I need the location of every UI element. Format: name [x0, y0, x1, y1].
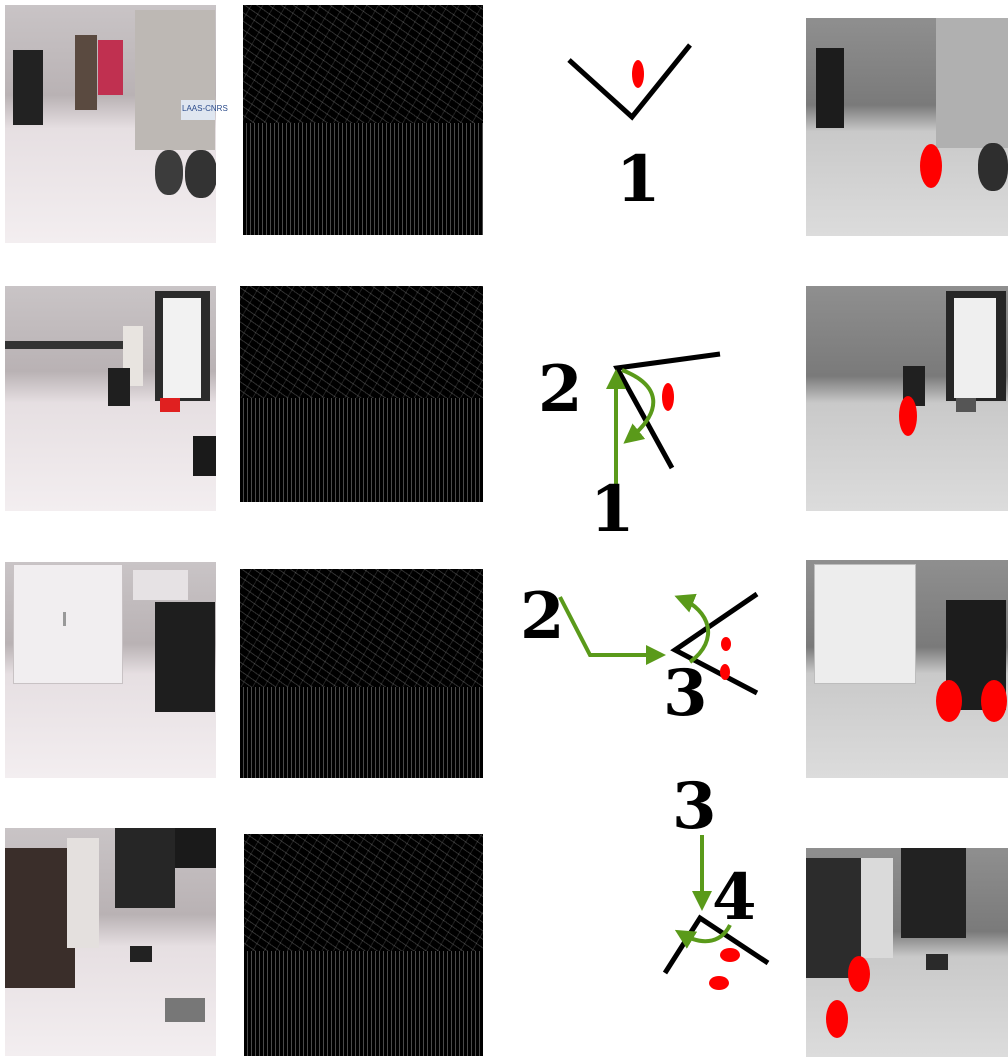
robot-sign-text: LAAS-CNRS: [182, 104, 228, 113]
person: [67, 838, 99, 948]
edge-texture: [240, 569, 483, 687]
dark-block: [193, 436, 216, 476]
edge-texture: [243, 5, 483, 123]
desk: [5, 341, 135, 349]
printer: [133, 570, 188, 600]
step-label-row4-top: 3: [672, 769, 717, 844]
row4-color-image: [5, 828, 216, 1056]
row1-edge-image: [243, 5, 483, 235]
edge-floor: [240, 398, 483, 502]
cabinet: [13, 564, 123, 684]
chair: [13, 50, 43, 125]
step-label-row1: 1: [616, 142, 661, 217]
obstacle-marker-row2: [662, 383, 674, 411]
robot-body: [135, 10, 215, 150]
robot-body: [936, 18, 1008, 148]
laser-polyline-row2: [613, 351, 721, 470]
obstacle-marker-row4-a: [720, 948, 740, 962]
robot-wheel-1: [185, 150, 216, 198]
small-box: [926, 954, 948, 970]
red-poster: [98, 40, 123, 95]
robot-wheel-2: [155, 150, 183, 195]
detected-obstacle-2: [981, 680, 1007, 722]
detected-obstacle-2: [826, 1000, 848, 1038]
laser-polyline-row4: [662, 914, 770, 975]
step-label-row4-bottom: 4: [712, 860, 757, 935]
laser-polyline-row1: [567, 43, 692, 121]
laser-polyline-row3: [670, 591, 759, 696]
row4-edge-image: [244, 834, 483, 1056]
row2-detection-image: [806, 286, 1008, 511]
detected-obstacle: [920, 144, 942, 188]
door-panel: [954, 298, 996, 398]
small-box: [130, 946, 152, 962]
obstacle-marker-row3-a: [721, 637, 731, 651]
person: [861, 858, 893, 958]
path-arrow-row3: [558, 596, 666, 665]
door-frame: [115, 828, 175, 908]
row3-detection-image: [806, 560, 1008, 778]
chair: [155, 602, 215, 712]
row3-edge-image: [240, 569, 483, 778]
row4-detection-image: [806, 848, 1008, 1057]
step-label-row2-top: 2: [538, 352, 583, 427]
row3-color-image: [5, 562, 216, 778]
cabinet: [814, 564, 916, 684]
door-panel: [163, 298, 201, 398]
turn-arrow-row2: [621, 368, 656, 444]
red-box: [160, 398, 180, 412]
screen: [175, 828, 216, 868]
obstacle-marker-row1: [632, 60, 644, 88]
wall-door: [75, 35, 97, 110]
door-frame: [901, 848, 966, 938]
detected-obstacle: [899, 396, 917, 436]
table: [5, 848, 75, 988]
floor-plate: [165, 998, 205, 1022]
step-label-row3-right: 3: [663, 656, 708, 731]
row1-color-image: [5, 5, 216, 243]
turn-arrow-row3: [674, 593, 710, 664]
edge-floor: [240, 687, 483, 778]
robot-sign: [181, 100, 215, 120]
bin: [108, 368, 130, 406]
table: [806, 858, 861, 978]
edge-floor: [244, 951, 483, 1056]
edge-floor: [243, 123, 483, 235]
edge-texture: [240, 286, 483, 398]
step-label-row3-left: 2: [520, 579, 565, 654]
dark-block: [956, 398, 976, 412]
obstacle-marker-row4-b: [709, 976, 729, 990]
row2-color-image: [5, 286, 216, 511]
detected-obstacle-1: [936, 680, 962, 722]
row2-edge-image: [240, 286, 483, 502]
obstacle-marker-row3-b: [720, 664, 730, 680]
edge-texture: [244, 834, 483, 951]
detected-obstacle-1: [848, 956, 870, 992]
chair: [816, 48, 844, 128]
step-label-row2-bottom: 1: [590, 472, 635, 547]
robot-wheel: [978, 143, 1008, 191]
turn-arrow-row4: [674, 924, 732, 949]
row1-detection-image: [806, 18, 1008, 236]
cabinet-handle: [63, 612, 66, 626]
